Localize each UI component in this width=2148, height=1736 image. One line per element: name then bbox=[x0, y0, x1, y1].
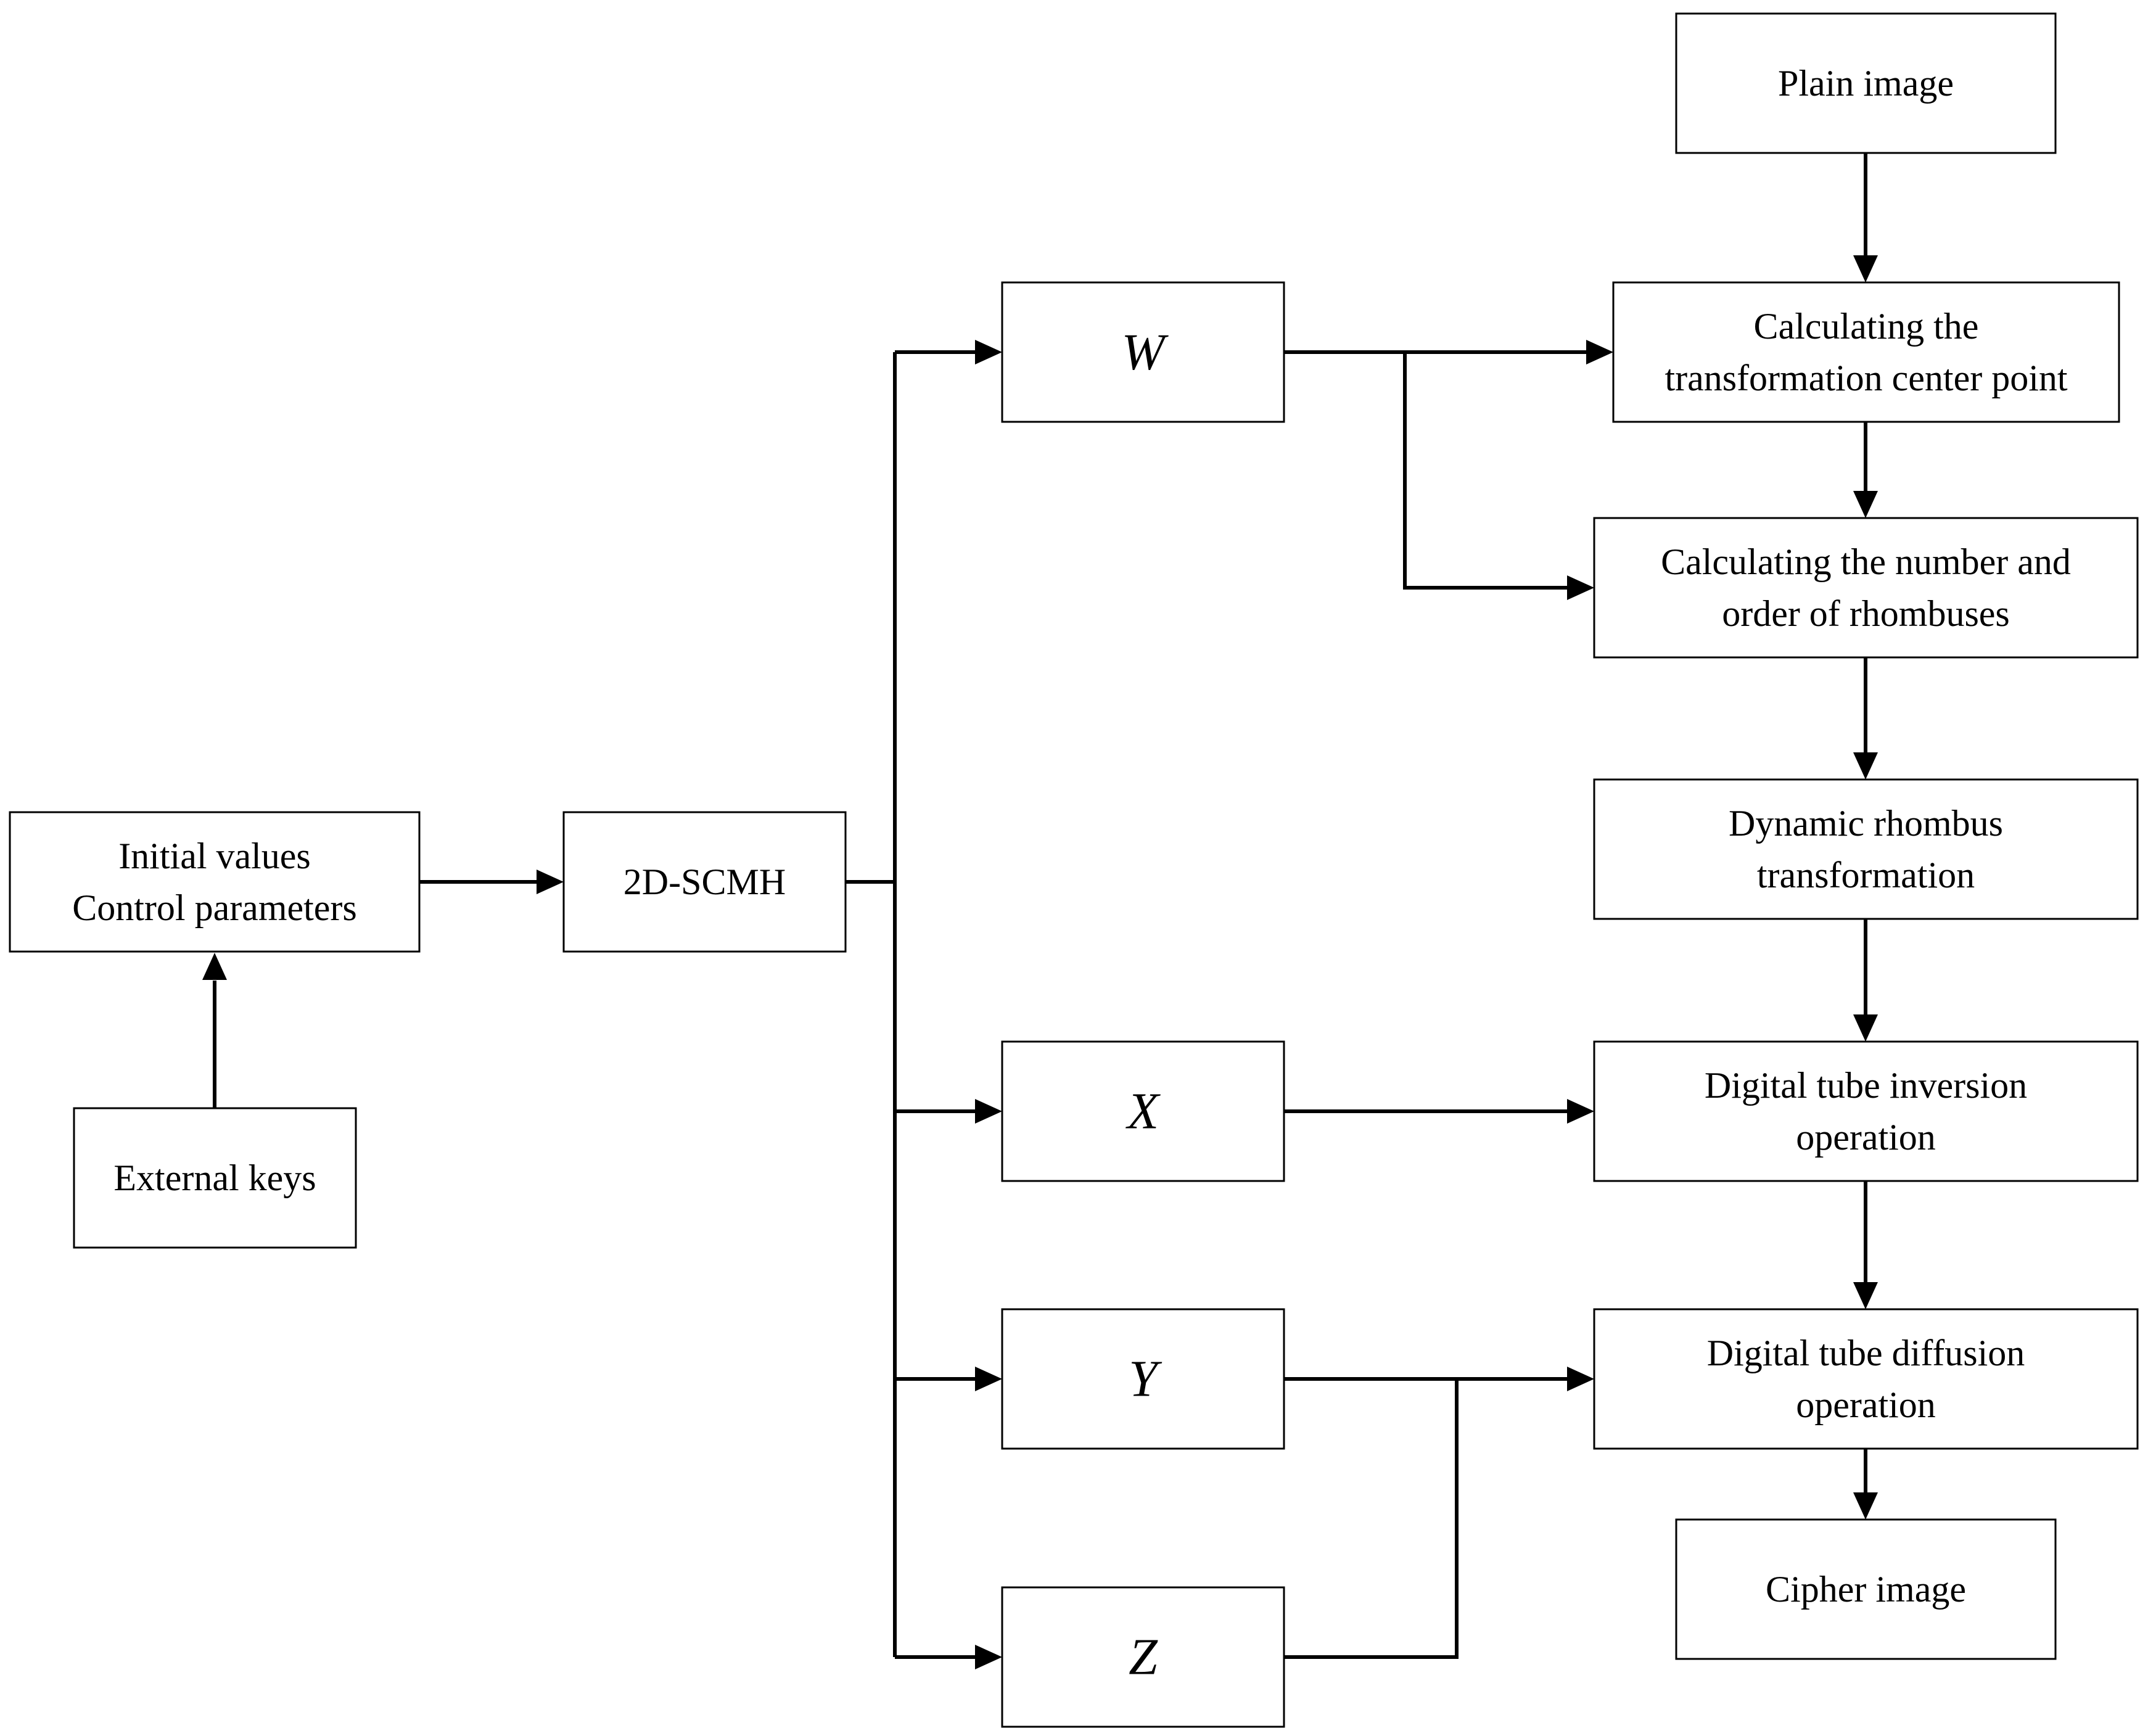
node-label: Z bbox=[1129, 1629, 1158, 1686]
node-label: order of rhombuses bbox=[1722, 593, 2010, 634]
node-box bbox=[1593, 778, 2139, 920]
node-box bbox=[1593, 1040, 2139, 1182]
node-label: Cipher image bbox=[1766, 1569, 1966, 1610]
node-map: 2D-SCMH bbox=[562, 811, 847, 953]
node-label: operation bbox=[1796, 1384, 1936, 1425]
node-box bbox=[73, 1107, 357, 1249]
node-label: Control parameters bbox=[72, 887, 357, 928]
node-label: Calculating the number and bbox=[1661, 541, 2071, 582]
node-box bbox=[1001, 1308, 1285, 1450]
arrowhead-icon bbox=[537, 870, 564, 894]
arrowhead-icon bbox=[1853, 491, 1878, 518]
node-w: W bbox=[1001, 281, 1285, 423]
node-box bbox=[1001, 281, 1285, 423]
node-z: Z bbox=[1001, 1586, 1285, 1728]
node-label: Plain image bbox=[1778, 63, 1954, 104]
node-label: Digital tube diffusion bbox=[1707, 1333, 2025, 1373]
arrowhead-icon bbox=[1853, 255, 1878, 282]
arrowhead-icon bbox=[1853, 1014, 1878, 1042]
node-y: Y bbox=[1001, 1308, 1285, 1450]
node-external-keys: External keys bbox=[73, 1107, 357, 1249]
node-label: Calculating the bbox=[1754, 306, 1979, 347]
node-dynamic-rhombus: Dynamic rhombus transformation bbox=[1593, 778, 2139, 920]
node-box bbox=[1593, 517, 2139, 659]
node-box bbox=[1675, 1518, 2057, 1660]
node-box bbox=[1675, 12, 2057, 154]
arrowhead-icon bbox=[1567, 1367, 1594, 1391]
node-box bbox=[1001, 1040, 1285, 1182]
node-label: transformation bbox=[1757, 855, 1975, 895]
arrowhead-icon bbox=[202, 953, 227, 980]
edge-w-to-calc-rhombus bbox=[1403, 352, 1567, 590]
node-label: Y bbox=[1129, 1351, 1162, 1408]
node-cipher-image: Cipher image bbox=[1675, 1518, 2057, 1660]
node-box bbox=[562, 811, 847, 953]
node-x: X bbox=[1001, 1040, 1285, 1182]
node-box bbox=[1001, 1586, 1285, 1728]
arrowhead-icon bbox=[1853, 752, 1878, 780]
node-diffusion: Digital tube diffusion operation bbox=[1593, 1308, 2139, 1450]
arrowhead-icon bbox=[975, 1367, 1002, 1391]
arrowhead-icon bbox=[1853, 1492, 1878, 1520]
edge-z-to-diffusion bbox=[1284, 1379, 1459, 1659]
node-calc-center: Calculating the transformation center poi… bbox=[1612, 281, 2120, 423]
arrowhead-icon bbox=[1586, 340, 1613, 364]
node-label: Digital tube inversion bbox=[1705, 1065, 2027, 1106]
arrowhead-icon bbox=[975, 340, 1002, 364]
node-calc-rhombus: Calculating the number and order of rhomb… bbox=[1593, 517, 2139, 659]
node-box bbox=[9, 811, 421, 953]
node-plain-image: Plain image bbox=[1675, 12, 2057, 154]
node-box bbox=[1593, 1308, 2139, 1450]
node-box bbox=[1612, 281, 2120, 423]
arrowhead-icon bbox=[975, 1645, 1002, 1669]
node-inversion: Digital tube inversion operation bbox=[1593, 1040, 2139, 1182]
arrowhead-icon bbox=[1567, 1099, 1594, 1124]
node-label: Initial values bbox=[118, 836, 311, 876]
node-label: Dynamic rhombus bbox=[1729, 803, 2003, 844]
node-label: W bbox=[1122, 324, 1169, 381]
node-label: transformation center point bbox=[1664, 358, 2067, 398]
node-label: 2D-SCMH bbox=[623, 862, 786, 902]
node-label: X bbox=[1125, 1083, 1161, 1140]
arrowhead-icon bbox=[1567, 575, 1594, 600]
arrowhead-icon bbox=[975, 1099, 1002, 1124]
arrowhead-icon bbox=[1853, 1282, 1878, 1309]
node-label: operation bbox=[1796, 1117, 1936, 1158]
node-label: External keys bbox=[113, 1158, 316, 1198]
